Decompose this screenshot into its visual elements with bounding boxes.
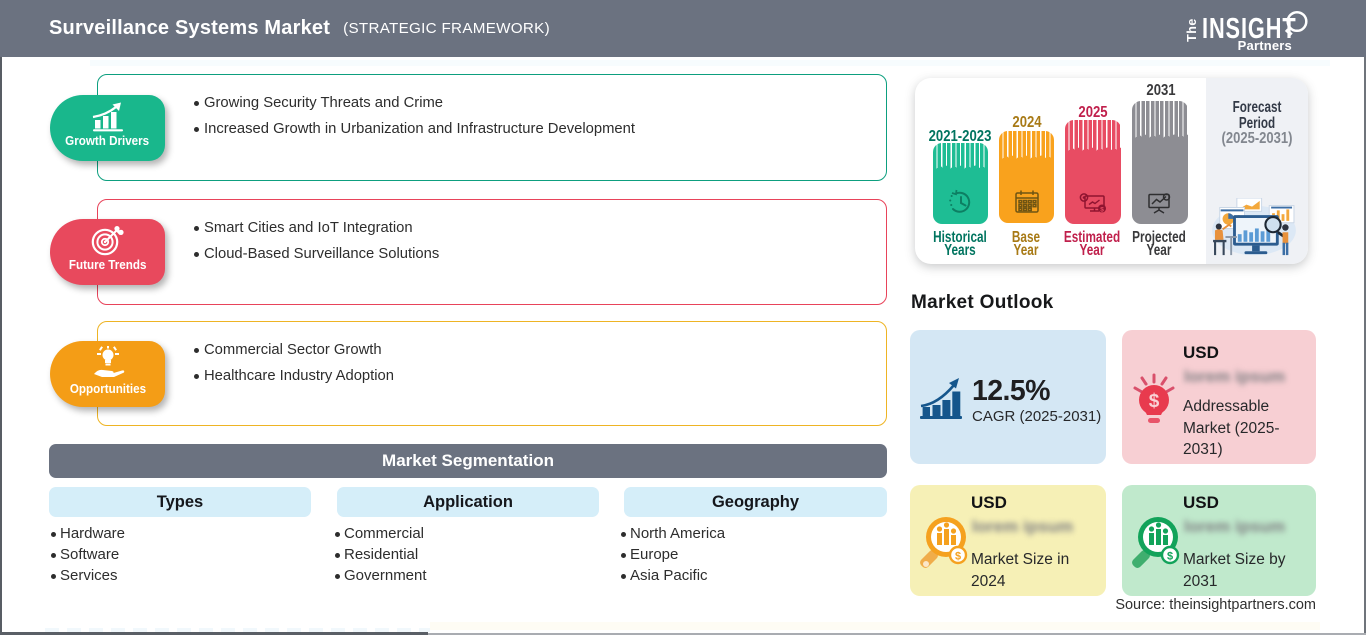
svg-text:$: $ — [1167, 551, 1173, 563]
svg-text:$: $ — [1100, 206, 1104, 213]
svg-text:$: $ — [1149, 391, 1160, 412]
svg-text:$: $ — [955, 551, 961, 563]
